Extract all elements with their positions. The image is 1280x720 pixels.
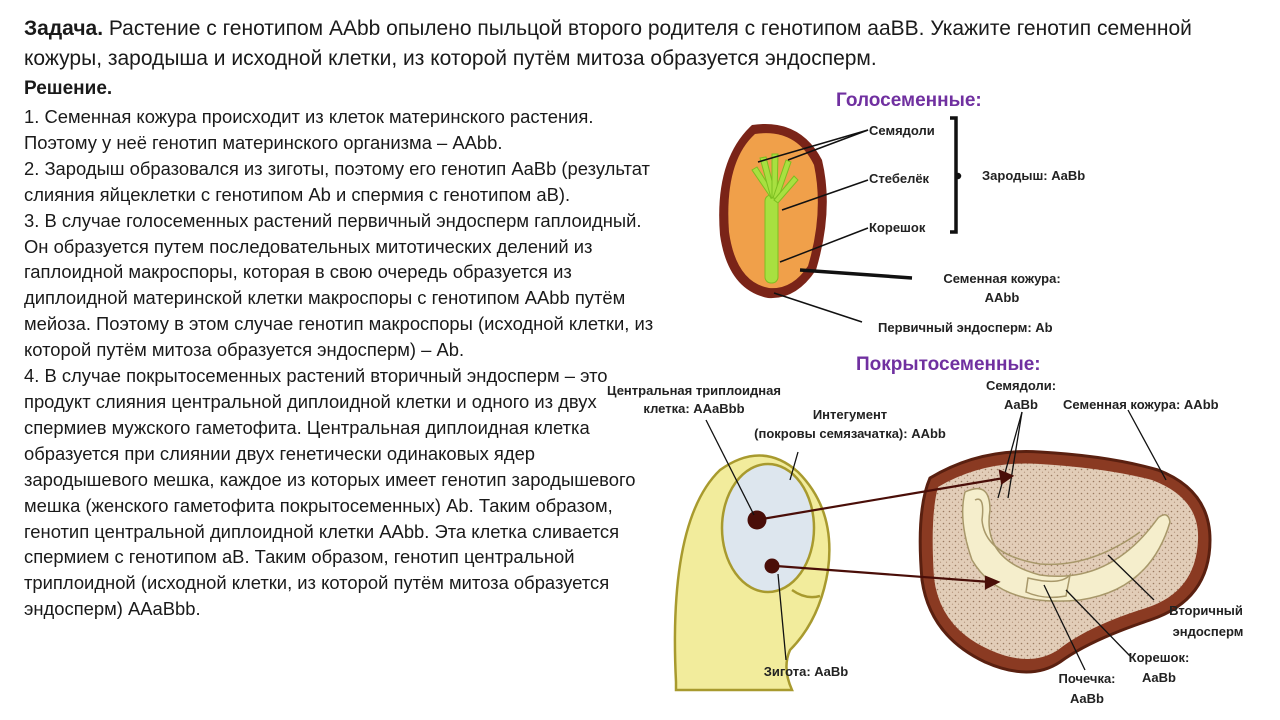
task-statement: Задача. Растение с генотипом AAbb опылен… [24,14,1264,74]
task-text: Растение с генотипом AAbb опылено пыльцо… [24,17,1192,70]
angio-label-zygote: Зигота: AaBb [764,664,849,679]
zygote [764,558,780,574]
gymno-label-cotyledons: Семядоли [869,123,935,138]
gymnosperm-title: Голосеменные: [836,90,982,111]
gymno-label-coat-line1: Семенная кожура: [943,271,1060,286]
angio-label-integument-line1: Интегумент [813,407,887,422]
ovule [673,454,831,692]
gymno-label-root: Корешок [869,220,926,235]
solution-point-3: 3. В случае голосеменных растений первич… [24,209,654,361]
angiosperm-seed [918,450,1212,674]
angio-label-cotyledons-line1: Семядоли: [986,378,1056,393]
angio-label-cotyledons-line2: AaBb [1004,397,1038,412]
central-nucleus [747,510,767,530]
solution-point-1: 1. Семенная кожура происходит из клеток … [24,106,594,153]
angio-pointer-lines [705,409,1167,671]
task-label: Задача. [24,17,104,40]
solution-point-4: 4. В случае покрытосеменных растений вто… [24,365,636,620]
gymnosperm-seed [719,124,827,299]
angio-label-bud-line1: Почечка: [1058,671,1115,686]
angio-label-central-line2: клетка: AAaBbb [643,401,744,416]
gymno-label-coat-line2: AAbb [985,290,1020,305]
angio-label-central-line1: Центральная триплоидная [607,383,781,398]
angio-embryo-axis [1025,572,1072,599]
gymno-embryo [751,153,799,284]
angio-endosperm [932,463,1199,659]
angiosperm-title: Покрытосеменные: [856,354,1041,375]
angio-label-integument-line2: (покровы семязачатка): AAbb [754,426,946,441]
solution-point-2: 2. Зародыш образовался из зиготы, поэтом… [24,157,650,205]
angio-embryo-inner [974,498,1141,566]
solution-heading: Решение. [24,78,113,99]
gymno-pointer-lines [757,116,962,323]
angio-label-coat: Семенная кожура: AAbb [1063,397,1219,412]
angio-label-root-line1: Корешок: [1129,650,1190,665]
gymno-label-endosperm: Первичный эндосперм: Ab [878,320,1053,335]
gymno-label-stem: Стебелёк [869,171,930,186]
angio-label-secondary-line1: Вторичный [1169,603,1243,618]
central-cell [720,462,816,594]
gymno-label-embryo: Зародыш: AaBb [982,168,1085,183]
angio-label-root-line2: AaBb [1142,670,1176,685]
solution-text: 1. Семенная кожура происходит из клеток … [24,104,664,622]
angio-arrows [761,469,1015,590]
angio-label-secondary-line2: эндосперм [1173,624,1244,639]
micropyle-line [791,588,821,599]
angio-label-bud-line2: AaBb [1070,691,1104,706]
